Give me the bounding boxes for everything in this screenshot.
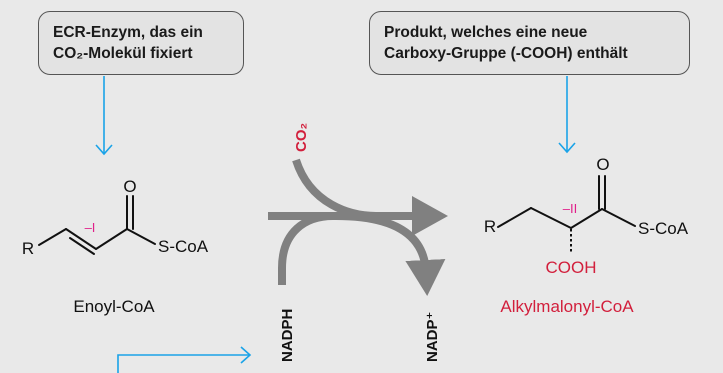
product-callout-line-2: Carboxy-Gruppe (-COOH) enthält (384, 45, 628, 62)
enzyme-pointer-arrow (95, 76, 113, 156)
product-oxidation-state: –II (563, 201, 577, 216)
product-r-group: R (484, 217, 496, 236)
enzyme-callout-box: ECR-Enzym, das ein CO₂-Molekül fixiert (38, 11, 244, 75)
enoyl-r-group: R (22, 239, 34, 258)
product-carboxyl-group: COOH (546, 258, 597, 277)
enzyme-callout-line-1: ECR-Enzym, das ein (53, 24, 203, 41)
alkylmalonyl-coa-structure: R O S-CoA –II COOH Alkylmalonyl-CoA (484, 155, 689, 316)
product-thioester: S-CoA (638, 219, 689, 238)
enoyl-thioester: S-CoA (158, 237, 209, 256)
nadp-curved-arrow (335, 212, 446, 296)
reaction-arrows (268, 158, 448, 296)
enoyl-coa-structure: R O S-CoA –I Enoyl-CoA (22, 177, 209, 316)
product-callout-box: Produkt, welches eine neue Carboxy-Grupp… (369, 11, 690, 75)
product-carbonyl-oxygen: O (596, 155, 609, 174)
cycle-pointer-arrow (117, 346, 252, 373)
enoyl-coa-label: Enoyl-CoA (73, 297, 155, 316)
enzyme-callout-line-2: CO₂-Molekül fixiert (53, 45, 193, 62)
product-pointer-arrow (558, 76, 576, 154)
enoyl-oxidation-state: –I (85, 220, 96, 235)
co2-curved-arrow (292, 158, 377, 220)
nadph-label: NADPH (279, 309, 296, 362)
nadph-curved-arrow (278, 212, 334, 285)
alkylmalonyl-coa-label: Alkylmalonyl-CoA (500, 297, 634, 316)
co2-label: CO₂ (293, 123, 310, 152)
enoyl-carbonyl-oxygen: O (123, 177, 136, 196)
product-callout-line-1: Produkt, welches eine neue (384, 24, 588, 41)
nadp-plus-label: NADP⁺ (424, 312, 441, 362)
